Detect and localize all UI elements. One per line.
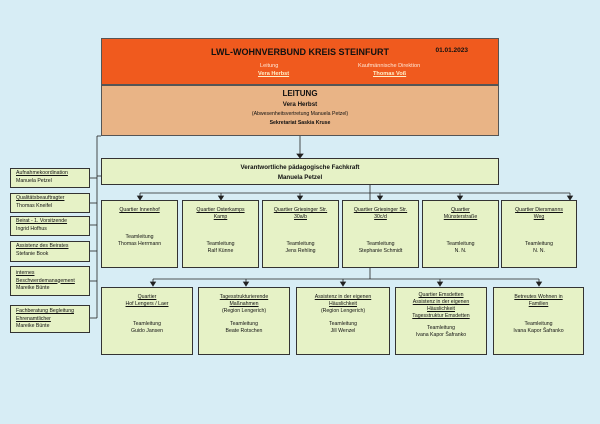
organization-header: LWL-WOHNVERBUND KREIS STEINFURT 01.01.20… (101, 38, 499, 85)
teamleitung-label: Teamleitung (329, 321, 357, 328)
quartier-name[interactable]: Quartier Diersmanns Weg (515, 207, 563, 221)
service-title-line[interactable]: Assistenz in der eigenen (412, 299, 470, 306)
teamleitung-person: Beate Rotschen (225, 328, 263, 335)
staff-name: Stefanie Book (16, 250, 49, 257)
kd-label: Kaufmännische Direktion (358, 63, 421, 69)
staff-name: Manuela Petzel (16, 177, 52, 184)
staff-role[interactable]: Aufnahmekoordination (16, 170, 68, 176)
staff-box-beirat: Beirat - 1. Vorsitzende Ingrid Hofhus (10, 216, 90, 236)
quartier-name[interactable]: Quartier Osterkamps Kamp (196, 207, 245, 221)
quartier-name[interactable]: Quartier Griesinger Str. 30c/d (353, 207, 408, 221)
staff-box-beschwerde: internes Beschwerdemanagement Mareike Bü… (10, 266, 90, 296)
teamleitung-label: Teamleitung (230, 321, 258, 328)
teamleitung-person: Guido Jansen (130, 328, 163, 335)
staff-role[interactable]: internes Beschwerdemanagement (16, 270, 75, 284)
service-box: Betreutes Wohnen in Familien Teamleitung… (493, 287, 584, 355)
quartier-box: Quartier Münsterstraße Teamleitung N. N. (422, 200, 499, 268)
service-title-line[interactable]: Familien (528, 301, 549, 308)
service-box: Tagesstrukturierende Maßnahmen (Region L… (198, 287, 290, 355)
leitung-secretary: Sekretariat Saskia Kruse (269, 120, 331, 126)
staff-name: Ingrid Hofhus (16, 225, 47, 232)
service-title-line: (Region Lengerich) (320, 308, 366, 315)
service-title-line: (Region Lengerich) (221, 308, 267, 315)
service-title-line[interactable]: Hof Lengers / Laer (125, 301, 169, 308)
service-title-line[interactable]: Assistenz in der eigenen (314, 294, 372, 300)
service-title-line[interactable]: Häuslichkeit (329, 301, 357, 308)
service-title-line[interactable]: Betreutes Wohnen in (514, 294, 563, 300)
quartier-name[interactable]: Quartier Griesinger Str. 30a/b (273, 207, 328, 221)
teamleitung-label: Teamleitung (286, 241, 315, 248)
teamleitung-person: Stephanie Schmidt (358, 248, 403, 255)
teamleitung-label: Teamleitung (524, 321, 553, 328)
teamleitung-label: Teamleitung (427, 325, 455, 332)
service-box: Assistenz in der eigenen Häuslichkeit (R… (296, 287, 390, 355)
service-title-line[interactable]: Häuslichkeit (427, 306, 455, 313)
quartier-name[interactable]: Quartier Innenhof (119, 207, 160, 213)
staff-role[interactable]: Beirat - 1. Vorsitzende (16, 218, 68, 224)
teamleitung-person: Jens Rehling (285, 248, 316, 255)
fachkraft-title: Verantwortliche pädagogische Fachkraft (240, 164, 360, 171)
teamleitung-label: Teamleitung (133, 321, 161, 328)
staff-box-quality: Qualitätsbeauftragter Thomas Kneifel (10, 193, 90, 213)
staff-role[interactable]: Assistenz des Beirates (16, 243, 69, 249)
service-box: Quartier Emsdetten Assistenz in der eige… (395, 287, 487, 355)
quartier-box: Quartier Griesinger Str. 30c/d Teamleitu… (342, 200, 419, 268)
quartier-box: Quartier Diersmanns Weg Teamleitung N. N… (501, 200, 577, 268)
service-title-line[interactable]: Quartier Emsdetten (418, 292, 464, 298)
leitung-deputy: (Abwesenheitsvertretung Manuela Petzel) (251, 111, 349, 117)
teamleitung-person: Ralf Künne (207, 248, 234, 255)
staff-box-aufnahme: Aufnahmekoordination Manuela Petzel (10, 168, 90, 188)
teamleitung-label: Teamleitung (366, 241, 395, 248)
staff-box-fachberatung: Fachberatung Begleitung Ehrenamtlicher M… (10, 305, 90, 333)
teamleitung-person: Ivana Kapor Šafranko (415, 332, 467, 339)
staff-name: Thomas Kneifel (16, 202, 53, 209)
service-title-line[interactable]: Tagesstrukturierende (219, 294, 269, 300)
fachkraft-box: Verantwortliche pädagogische Fachkraft M… (101, 158, 499, 185)
staff-name: Mareike Bünte (16, 323, 50, 330)
quartier-name[interactable]: Quartier Münsterstraße (443, 207, 478, 221)
staff-name: Mareike Bünte (16, 285, 50, 292)
staff-role[interactable]: Qualitätsbeauftragter (16, 195, 65, 201)
staff-box-assistenz: Assistenz des Beirates Stefanie Book (10, 241, 90, 262)
quartier-box: Quartier Griesinger Str. 30a/b Teamleitu… (262, 200, 339, 268)
service-title-line[interactable]: Maßnahmen (229, 301, 259, 308)
service-box: Quartier Hof Lengers / Laer Teamleitung … (101, 287, 193, 355)
kd-name-link[interactable]: Thomas Voß (373, 71, 407, 77)
teamleitung-label: Teamleitung (446, 241, 475, 248)
quartier-box: Quartier Osterkamps Kamp Teamleitung Ral… (182, 200, 259, 268)
teamleitung-person: Ivana Kapor Šafranko (513, 328, 564, 335)
service-title-line (494, 308, 583, 315)
leitung-title: LEITUNG (282, 89, 318, 98)
teamleitung-label: Teamleitung (525, 241, 553, 248)
leitung-name: Vera Herbst (282, 101, 318, 108)
service-title-line (102, 308, 192, 315)
teamleitung-person: N. N. (454, 248, 467, 255)
leitung-label: Leitung (260, 63, 279, 69)
teamleitung-person: N. N. (533, 248, 545, 255)
quartier-box: Quartier Innenhof Teamleitung Thomas Her… (101, 200, 178, 268)
service-title-line[interactable]: Tagesstruktur Emsdetten (412, 313, 470, 320)
chart-date: 01.01.2023 (435, 47, 468, 54)
staff-role[interactable]: Fachberatung Begleitung Ehrenamtlicher (16, 308, 74, 322)
leitung-box: LEITUNG Vera Herbst (Abwesenheitsvertret… (101, 85, 499, 136)
teamleitung-person: Thomas Herrmann (117, 241, 162, 248)
teamleitung-person: Jill Wenzel (330, 328, 356, 335)
service-title-line[interactable]: Quartier (137, 294, 157, 300)
fachkraft-name: Manuela Petzel (277, 174, 323, 181)
teamleitung-label: Teamleitung (206, 241, 235, 248)
teamleitung-label: Teamleitung (125, 234, 154, 241)
organization-title: LWL-WOHNVERBUND KREIS STEINFURT (211, 47, 389, 57)
leitung-name-link[interactable]: Vera Herbst (258, 71, 290, 77)
